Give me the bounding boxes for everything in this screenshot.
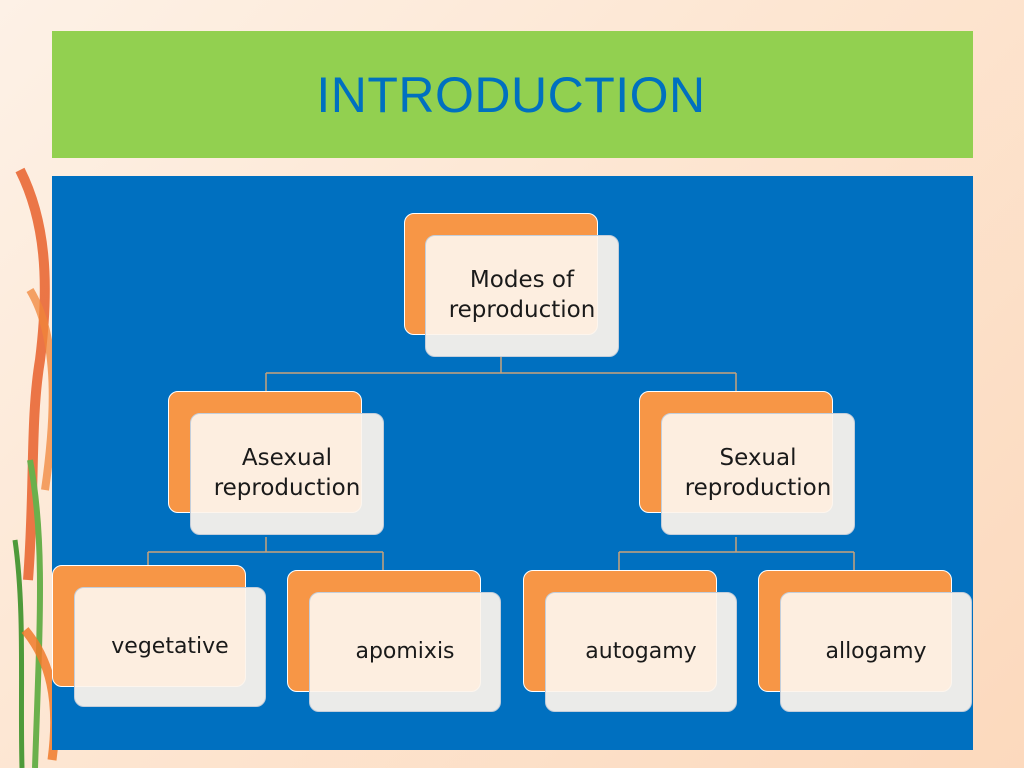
title-bar <box>52 31 973 158</box>
node-asexual-line2: reproduction <box>213 475 361 501</box>
node-vegetative-label: vegetative <box>111 633 229 659</box>
node-root-line1: Modes of <box>469 267 575 294</box>
connector-lines <box>147 356 855 572</box>
node-allogamy-label: allogamy <box>825 638 927 664</box>
slide-title: INTRODUCTION <box>316 67 706 123</box>
node-root-line2: reproduction <box>448 297 596 323</box>
flower-decoration <box>12 167 60 768</box>
node-sexual-line1: Sexual <box>719 445 797 472</box>
node-asexual-line1: Asexual <box>241 445 333 472</box>
node-autogamy-label: autogamy <box>585 638 697 664</box>
node-apomixis-label: apomixis <box>355 638 455 664</box>
diagram-panel: Modes of reproduction Asexual reproducti… <box>52 176 973 750</box>
node-sexual-line2: reproduction <box>684 475 832 501</box>
